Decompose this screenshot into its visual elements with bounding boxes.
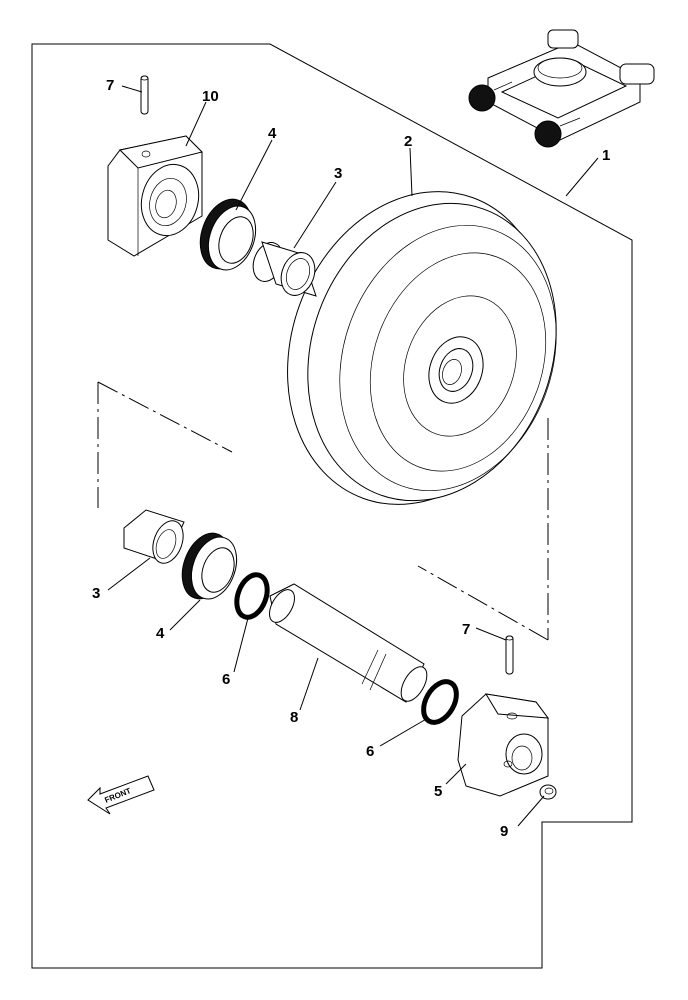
bushing-lower: [123, 509, 185, 564]
callout-7-upper: 7: [106, 77, 114, 94]
callout-6-right: 6: [366, 743, 374, 760]
callout-6-left: 6: [222, 671, 230, 688]
pin-upper: [140, 75, 149, 115]
callout-3-lower: 3: [92, 585, 100, 602]
lower-housing: [457, 693, 550, 797]
bushing-upper: [252, 241, 317, 297]
idler-assembly-thumbnail: [468, 29, 655, 148]
callout-labels: 1 2 3 4 10 7 3 4 6 8 6 7 5 9: [92, 77, 610, 840]
seal-upper: [199, 198, 257, 271]
o-ring-left: [234, 572, 270, 620]
callout-4-upper: 4: [268, 125, 277, 142]
seal-lower: [181, 532, 238, 600]
callout-3-upper: 3: [334, 165, 342, 182]
pin-lower: [505, 635, 514, 675]
callout-9: 9: [500, 823, 508, 840]
assembly-boundary: [31, 43, 633, 969]
callout-8: 8: [290, 709, 298, 726]
callout-10: 10: [202, 88, 219, 105]
callout-1: 1: [602, 147, 610, 164]
callout-7-lower: 7: [462, 621, 470, 638]
plug: [539, 784, 557, 800]
leader-lines: [107, 85, 599, 827]
callout-2: 2: [404, 133, 412, 150]
o-ring-right: [421, 679, 459, 725]
shaft: [269, 583, 428, 703]
upper-housing: [107, 135, 203, 257]
callout-5: 5: [434, 783, 442, 800]
callout-4-lower: 4: [156, 625, 165, 642]
idler-wheel: [287, 191, 557, 505]
front-direction-arrow: FRONT: [87, 775, 155, 815]
assembly-guide-lines: [97, 381, 549, 641]
